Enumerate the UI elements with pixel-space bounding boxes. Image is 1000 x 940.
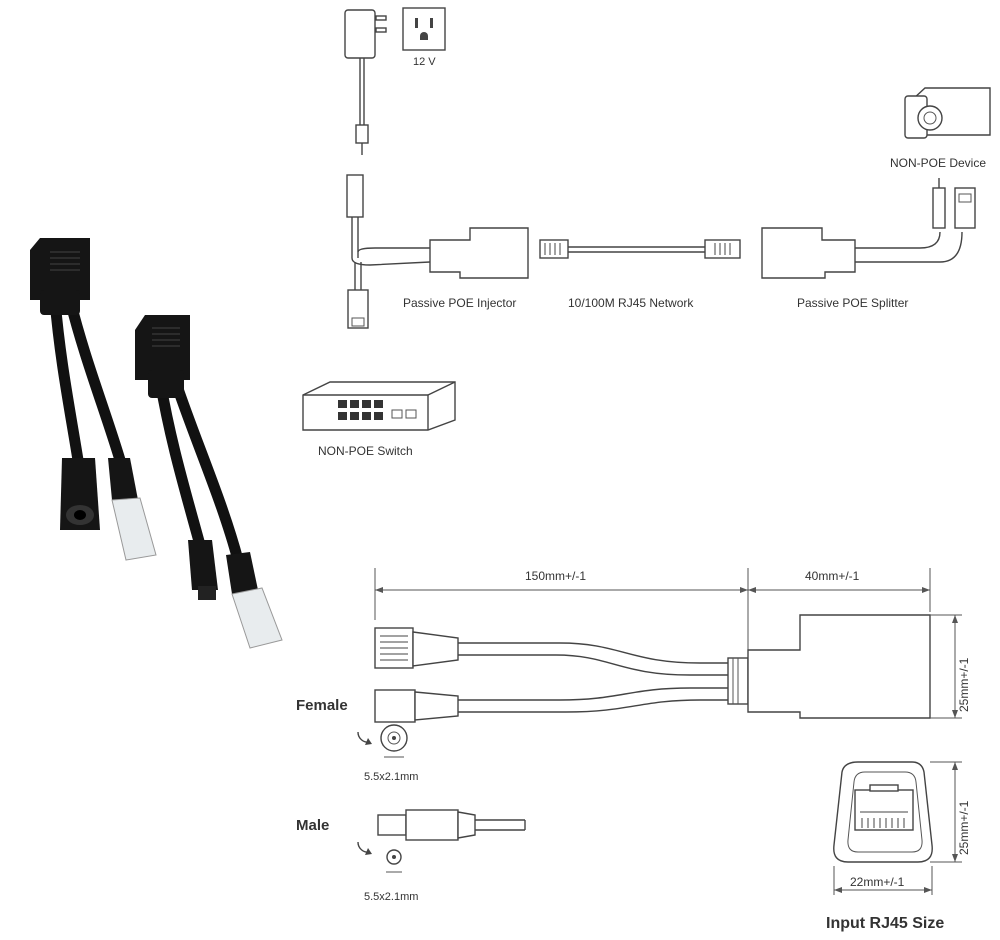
box-height-label: 25mm+/-1 bbox=[957, 657, 971, 712]
male-size-label: 5.5x2.1mm bbox=[364, 891, 418, 903]
connection-diagram: 12 V Passive POE Injector 10/100M RJ45 N… bbox=[302, 7, 991, 458]
wall-outlet-icon bbox=[402, 7, 446, 51]
male-label: Male bbox=[296, 817, 329, 834]
rj45-height-label: 25mm+/-1 bbox=[957, 800, 971, 855]
rj45-width-dimension bbox=[833, 866, 933, 895]
injector-icon bbox=[346, 174, 529, 329]
power-label: 12 V bbox=[413, 56, 436, 68]
rj45-caption: Input RJ45 Size bbox=[826, 915, 944, 932]
splitter-icon bbox=[761, 178, 976, 279]
product-photo bbox=[30, 238, 283, 649]
network-label: 10/100M RJ45 Network bbox=[568, 296, 694, 310]
male-plug-icon bbox=[357, 809, 526, 873]
box-length-label: 40mm+/-1 bbox=[805, 569, 860, 583]
female-label: Female bbox=[296, 697, 348, 714]
cable-length-label: 150mm+/-1 bbox=[525, 569, 586, 583]
length-dimension-lines bbox=[374, 568, 931, 655]
rj45-front-view bbox=[833, 761, 933, 863]
device-label: NON-POE Device bbox=[890, 156, 986, 170]
injector-label: Passive POE Injector bbox=[403, 296, 516, 310]
female-jack-icon bbox=[357, 724, 408, 758]
camera-icon bbox=[904, 87, 991, 139]
switch-label: NON-POE Switch bbox=[318, 444, 413, 458]
cable-photo-back bbox=[30, 238, 157, 561]
network-cable-icon bbox=[539, 239, 741, 259]
cable-photo-front bbox=[135, 315, 283, 649]
rj45-width-label: 22mm+/-1 bbox=[850, 875, 905, 889]
power-adapter-icon bbox=[344, 9, 387, 155]
splitter-label: Passive POE Splitter bbox=[797, 296, 908, 310]
switch-icon bbox=[302, 381, 456, 431]
dimension-drawing: 150mm+/-1 40mm+/-1 bbox=[296, 568, 971, 932]
splitter-cable-drawing bbox=[374, 614, 931, 723]
female-size-label: 5.5x2.1mm bbox=[364, 771, 418, 783]
box-height-dimension bbox=[930, 614, 962, 719]
rj45-height-dimension bbox=[930, 761, 962, 863]
